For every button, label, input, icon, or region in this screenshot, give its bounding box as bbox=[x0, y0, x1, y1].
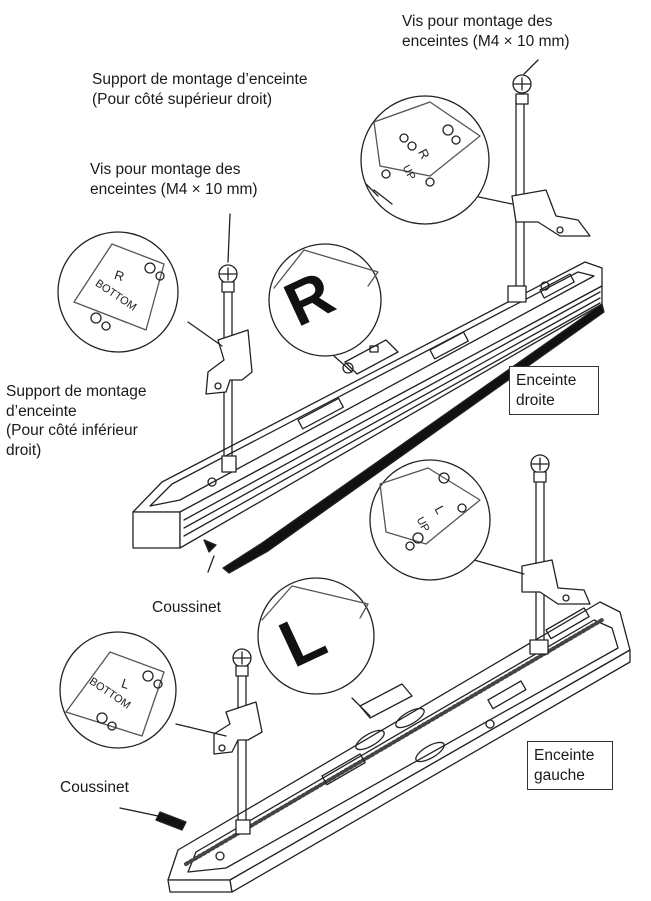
callout-r-up bbox=[360, 95, 513, 225]
right-bottom-bracket-assembly bbox=[205, 264, 253, 473]
l-bottom-letter: L bbox=[120, 675, 132, 692]
label-screw-top-right: Vis pour montage des enceintes (M4 × 10 … bbox=[402, 13, 570, 50]
callout-l-bottom bbox=[59, 631, 227, 749]
label-left-speaker: Enceinte gauche bbox=[527, 741, 613, 790]
right-speaker-bar bbox=[132, 261, 605, 574]
right-top-bracket-assembly bbox=[507, 74, 591, 303]
leader-cushion-lower bbox=[119, 807, 159, 817]
leader-cushion-upper bbox=[207, 555, 215, 573]
label-screw-left: Vis pour montage des enceintes (M4 × 10 … bbox=[90, 161, 258, 198]
left-speaker-bar bbox=[155, 601, 631, 893]
left-top-bracket-assembly bbox=[521, 454, 591, 655]
callout-big-r bbox=[268, 243, 382, 373]
label-cushion-upper: Coussinet bbox=[152, 599, 221, 616]
callout-big-l bbox=[257, 577, 375, 717]
label-bracket-bottom-right: Support de montage d’enceinte (Pour côté… bbox=[6, 383, 147, 459]
callout-r-bottom bbox=[57, 231, 223, 353]
r-bottom-letter: R bbox=[113, 267, 127, 284]
label-cushion-lower: Coussinet bbox=[60, 779, 129, 796]
label-bracket-top-right: Support de montage d’enceinte (Pour côté… bbox=[92, 71, 308, 108]
callout-l-up bbox=[369, 459, 525, 581]
leader-screw-left bbox=[227, 213, 231, 263]
leader-screw-top-right bbox=[523, 59, 539, 75]
left-bottom-bracket-assembly bbox=[213, 648, 263, 835]
label-right-speaker: Enceinte droite bbox=[509, 366, 599, 415]
